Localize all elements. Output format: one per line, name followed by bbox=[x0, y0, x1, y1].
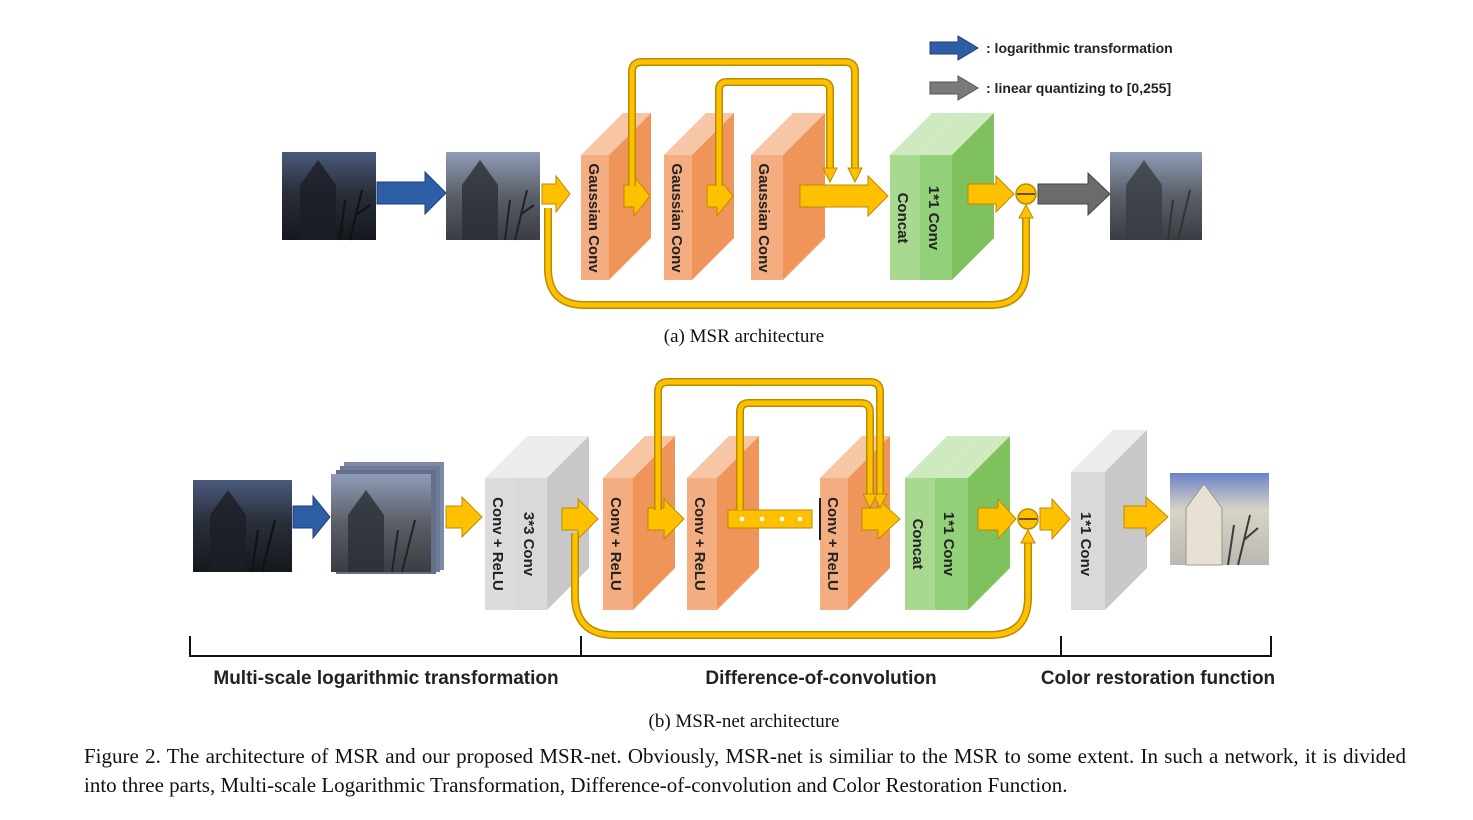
flow-arrow-icon bbox=[1039, 497, 1071, 541]
flow-arrow-icon bbox=[967, 174, 1015, 214]
msr-concat-label: Concat bbox=[894, 193, 911, 244]
figure-caption: Figure 2. The architecture of MSR and ou… bbox=[84, 744, 1406, 797]
conv-relu-label-2: Conv + ReLU bbox=[691, 497, 708, 591]
msr-log-image bbox=[446, 152, 540, 241]
section-label-color: Color restoration function bbox=[1041, 668, 1275, 689]
conv-relu-block-0: Conv + ReLU bbox=[485, 436, 557, 610]
msr-conv11-label: 1*1 Conv bbox=[925, 186, 942, 251]
quant-legend-arrow-icon bbox=[929, 75, 979, 101]
gaussian-conv-label-2: Gaussian Conv bbox=[668, 163, 685, 273]
conv-relu-label-3: Conv + ReLU bbox=[824, 497, 841, 591]
msrnet-caption: (b) MSR-net architecture bbox=[649, 711, 840, 732]
flow-arrow-icon bbox=[445, 495, 483, 539]
msr-concat-block: Concat bbox=[890, 113, 962, 280]
conv33-label: 3*3 Conv bbox=[520, 512, 537, 577]
subtract-node bbox=[1017, 508, 1039, 530]
legend-log-label: : logarithmic transformation bbox=[986, 40, 1173, 56]
msrnet-concat-block: Concat bbox=[905, 436, 977, 610]
msrnet-input-image bbox=[193, 480, 292, 573]
msrnet-conv11-label: 1*1 Conv bbox=[940, 512, 957, 577]
conv-relu-label-1: Conv + ReLU bbox=[607, 497, 624, 591]
flow-arrow-icon bbox=[541, 174, 571, 214]
quantize-arrow-icon bbox=[1037, 171, 1111, 217]
flow-arrow-icon bbox=[861, 497, 901, 541]
msrnet-output-image bbox=[1170, 473, 1269, 566]
log-transform-arrow-icon bbox=[292, 494, 331, 540]
msr-architecture: Gaussian Conv Gaussian Conv Gaussian Con… bbox=[282, 58, 1202, 347]
subtract-node bbox=[1015, 183, 1037, 205]
repeated-layers-ellipsis bbox=[727, 498, 821, 540]
msrnet-conv11-block: 1*1 Conv bbox=[935, 436, 1010, 610]
msr-caption: (a) MSR architecture bbox=[664, 326, 824, 347]
log-transform-arrow-icon bbox=[376, 170, 447, 216]
gaussian-conv-block-1: Gaussian Conv bbox=[581, 113, 651, 280]
section-label-log: Multi-scale logarithmic transformation bbox=[213, 668, 558, 689]
multi-scale-image-stack bbox=[331, 462, 444, 574]
msrnet-architecture: Conv + ReLU 3*3 Conv Conv + ReLU Conv + … bbox=[189, 378, 1275, 732]
legend-quant-label: : linear quantizing to [0,255] bbox=[986, 80, 1171, 96]
msr-output-image bbox=[1110, 152, 1202, 241]
gaussian-conv-label-3: Gaussian Conv bbox=[755, 163, 772, 273]
final-conv11-label: 1*1 Conv bbox=[1077, 512, 1094, 577]
architecture-diagram: : logarithmic transformation : linear qu… bbox=[189, 35, 1275, 732]
legend: : logarithmic transformation : linear qu… bbox=[929, 35, 1173, 101]
msrnet-concat-label: Concat bbox=[909, 519, 926, 570]
gaussian-conv-label-1: Gaussian Conv bbox=[585, 163, 602, 273]
msr-input-image bbox=[282, 152, 376, 241]
section-brackets bbox=[189, 636, 1272, 657]
conv-relu-label-0: Conv + ReLU bbox=[489, 497, 506, 591]
section-label-doc: Difference-of-convolution bbox=[705, 668, 936, 689]
flow-arrow-icon bbox=[1123, 495, 1169, 539]
flow-arrow-icon bbox=[561, 497, 599, 541]
flow-arrow-icon bbox=[799, 174, 889, 218]
log-legend-arrow-icon bbox=[929, 35, 979, 61]
flow-arrow-icon bbox=[977, 497, 1017, 541]
